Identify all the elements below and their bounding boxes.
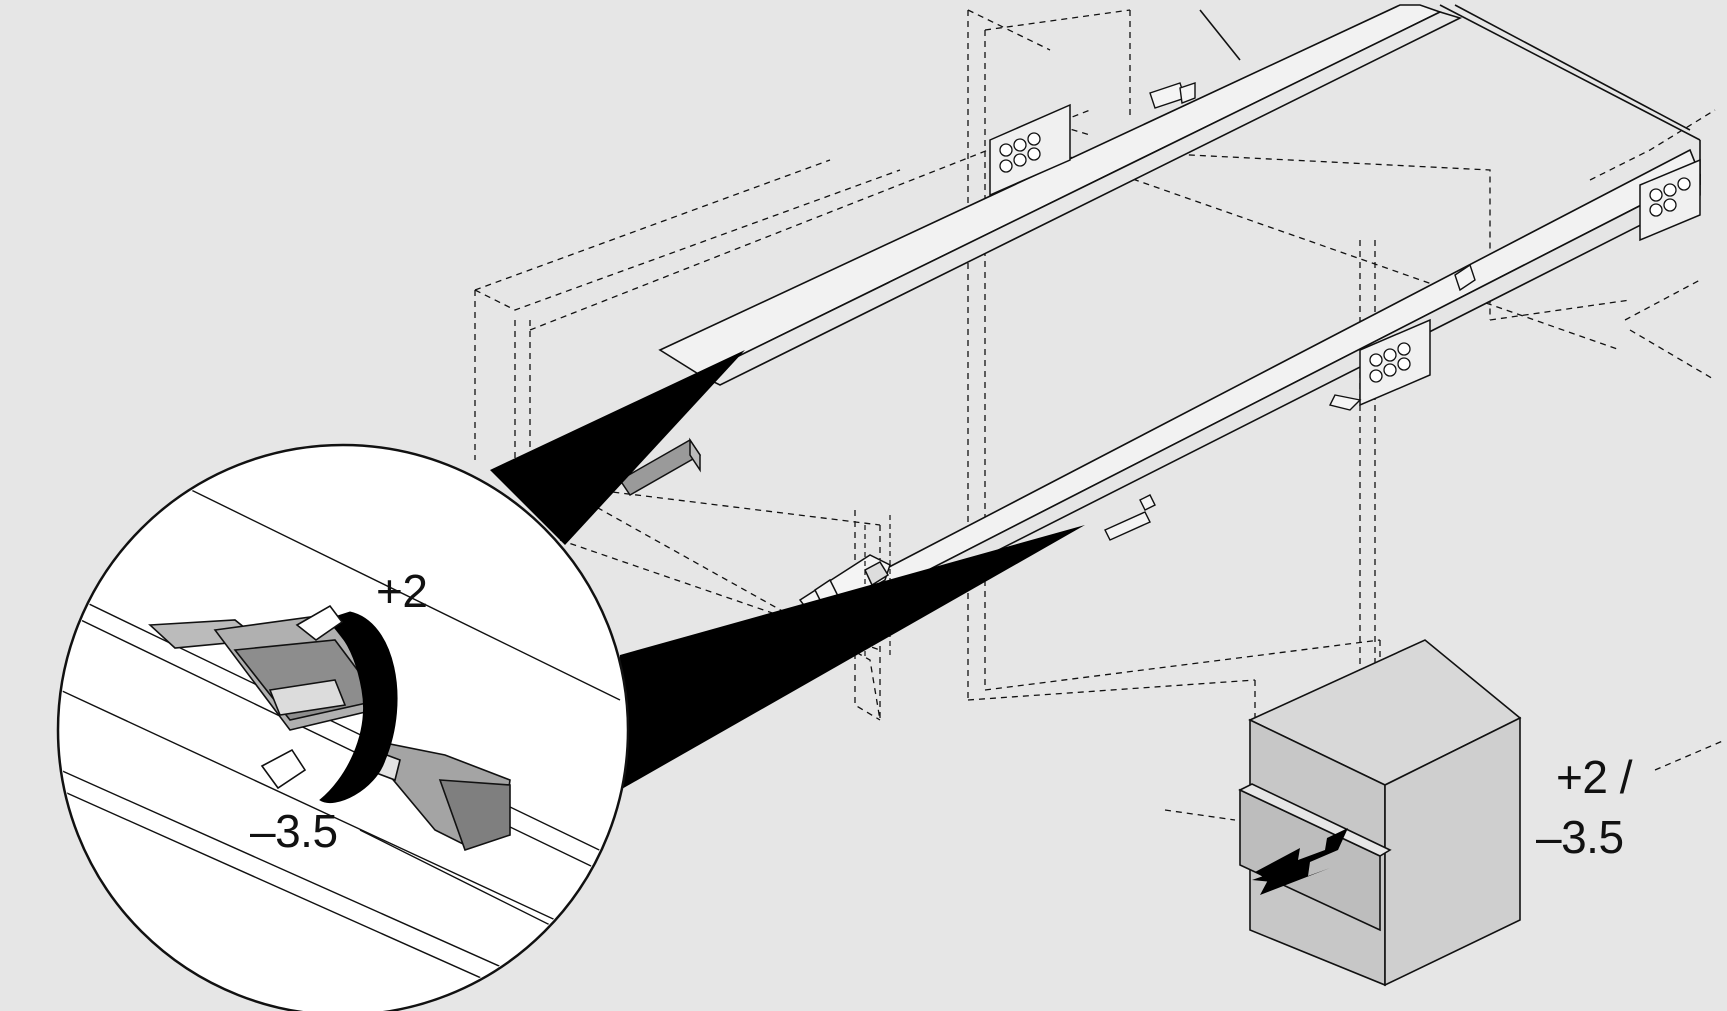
right-runner-bracket [1359,158,1701,407]
right-runner-clip [1328,263,1476,411]
zoom-plus-label: +2 [376,565,428,617]
right-runner-holes [1369,177,1691,383]
upper-runner-holes [999,132,1041,173]
double-headed-arrow-icon [1252,828,1348,895]
magnifier-circle [56,443,630,1011]
curved-rotate-arrow-icon [260,604,398,804]
zoom-minus-label: –3.5 [250,805,338,857]
callout-wedges [490,350,1085,790]
cabinet-plus-label: +2 / [1556,751,1633,803]
cabinet-cube [1238,639,1522,987]
lower-runner-adjuster [1104,494,1156,541]
upper-drawer-runner [658,4,1463,386]
cabinet-side [1384,716,1521,987]
cabinet-minus-label: –3.5 [1536,811,1624,863]
upper-runner-clip [1149,82,1196,109]
upper-locking-device [618,437,702,496]
magnified-detail [56,443,630,1011]
